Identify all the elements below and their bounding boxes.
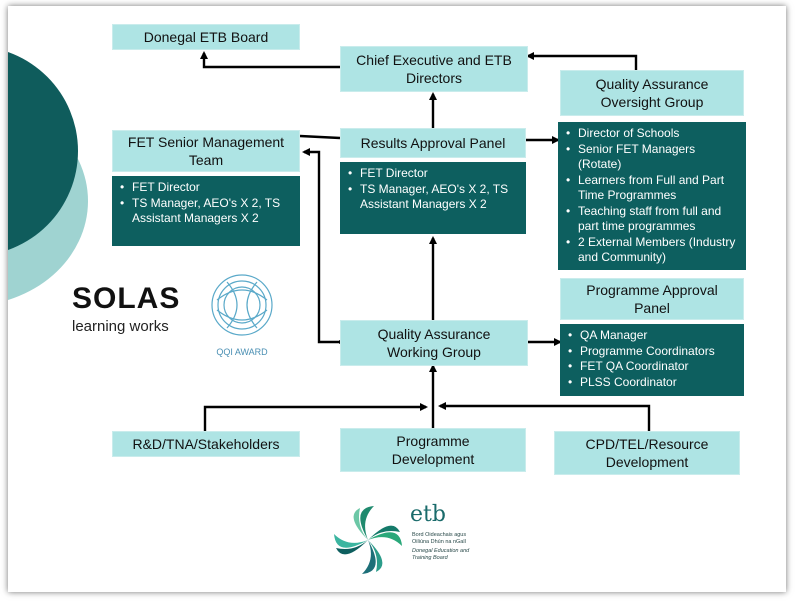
external-member: Senior FET Managers (Rotate)	[566, 142, 740, 173]
arrow-chief-to-board	[200, 51, 340, 69]
arrow-oversight-to-chief	[526, 52, 638, 71]
qa-working-group-box: Quality Assurance Working Group	[340, 320, 528, 366]
cpd-tel-resource-label: CPD/TEL/Resource Development	[585, 436, 709, 470]
programme-approval-panel-box: Programme Approval Panel	[560, 278, 744, 320]
results-external-members-box: Director of Schools Senior FET Managers …	[558, 122, 746, 270]
arrow-cpd-to-qaw	[438, 402, 651, 431]
programme-approval-member: Programme Coordinators	[568, 344, 738, 360]
fet-senior-management-label: FET Senior Management Team	[127, 134, 285, 168]
qqi-emblem-icon	[211, 274, 273, 336]
cpd-tel-resource-box: CPD/TEL/Resource Development	[554, 431, 740, 475]
programme-approval-member: FET QA Coordinator	[568, 359, 738, 375]
fet-senior-members-box: FET Director TS Manager, AEO's X 2, TS A…	[112, 176, 300, 246]
fet-senior-member: TS Manager, AEO's X 2, TS Assistant Mana…	[120, 196, 294, 227]
solas-logo: SOLAS learning works	[72, 282, 181, 336]
arrow-rd-to-qaw	[203, 403, 428, 431]
etb-wordmark: etb	[410, 502, 446, 527]
qa-oversight-group-label: Quality Assurance Oversight Group	[595, 76, 709, 110]
donegal-etb-board-label: Donegal ETB Board	[143, 29, 269, 45]
programme-approval-members-box: QA Manager Programme Coordinators FET QA…	[560, 324, 744, 396]
results-member: FET Director	[348, 166, 520, 182]
arrow-qaw-fet	[302, 148, 344, 346]
qa-oversight-group-box: Quality Assurance Oversight Group	[560, 70, 744, 116]
slide: Donegal ETB Board Chief Executive and ET…	[8, 6, 786, 592]
solas-wordmark: SOLAS	[72, 282, 181, 315]
external-member: Learners from Full and Part Time Program…	[566, 173, 740, 204]
arrow-results-to-fet	[299, 134, 341, 140]
programme-approval-member: PLSS Coordinator	[568, 375, 738, 391]
rd-tna-stakeholders-box: R&D/TNA/Stakeholders	[112, 431, 300, 457]
qqi-award-label: QQI AWARD	[216, 347, 268, 357]
programme-approval-member: QA Manager	[568, 328, 738, 344]
connector-arrows	[200, 51, 651, 431]
chief-executive-box: Chief Executive and ETB Directors	[340, 46, 528, 92]
external-member: Teaching staff from full and part time p…	[566, 204, 740, 235]
etb-irish-line-1: Bord Oideachais agus	[412, 532, 467, 538]
programme-approval-panel-label: Programme Approval Panel	[586, 282, 718, 316]
results-member: TS Manager, AEO's X 2, TS Assistant Mana…	[348, 182, 520, 213]
qa-working-group-label: Quality Assurance Working Group	[377, 326, 491, 360]
results-approval-panel-box: Results Approval Panel	[340, 128, 526, 158]
results-approval-panel-label: Results Approval Panel	[360, 135, 506, 151]
etb-swirl-icon	[334, 506, 402, 574]
etb-english-line-1: Donegal Education and	[412, 548, 470, 554]
programme-development-box: Programme Development	[340, 428, 526, 472]
chief-executive-label: Chief Executive and ETB Directors	[356, 52, 512, 86]
programme-development-label: Programme Development	[391, 433, 475, 467]
qqi-award-logo: QQI AWARD	[206, 270, 278, 357]
solas-tagline: learning works	[72, 318, 169, 335]
etb-logo: etb Bord Oideachais agus Oiliúna Dhún na…	[330, 502, 469, 583]
external-member: 2 External Members (Industry and Communi…	[566, 235, 740, 266]
fet-senior-member: FET Director	[120, 180, 294, 196]
external-member: Director of Schools	[566, 126, 740, 142]
fet-senior-management-box: FET Senior Management Team	[112, 130, 300, 172]
donegal-etb-board-box: Donegal ETB Board	[112, 24, 300, 50]
etb-english-line-2: Training Board	[412, 555, 448, 561]
etb-irish-line-2: Oiliúna Dhún na nGall	[412, 539, 466, 545]
results-members-box: FET Director TS Manager, AEO's X 2, TS A…	[340, 162, 526, 234]
rd-tna-stakeholders-label: R&D/TNA/Stakeholders	[132, 436, 280, 452]
